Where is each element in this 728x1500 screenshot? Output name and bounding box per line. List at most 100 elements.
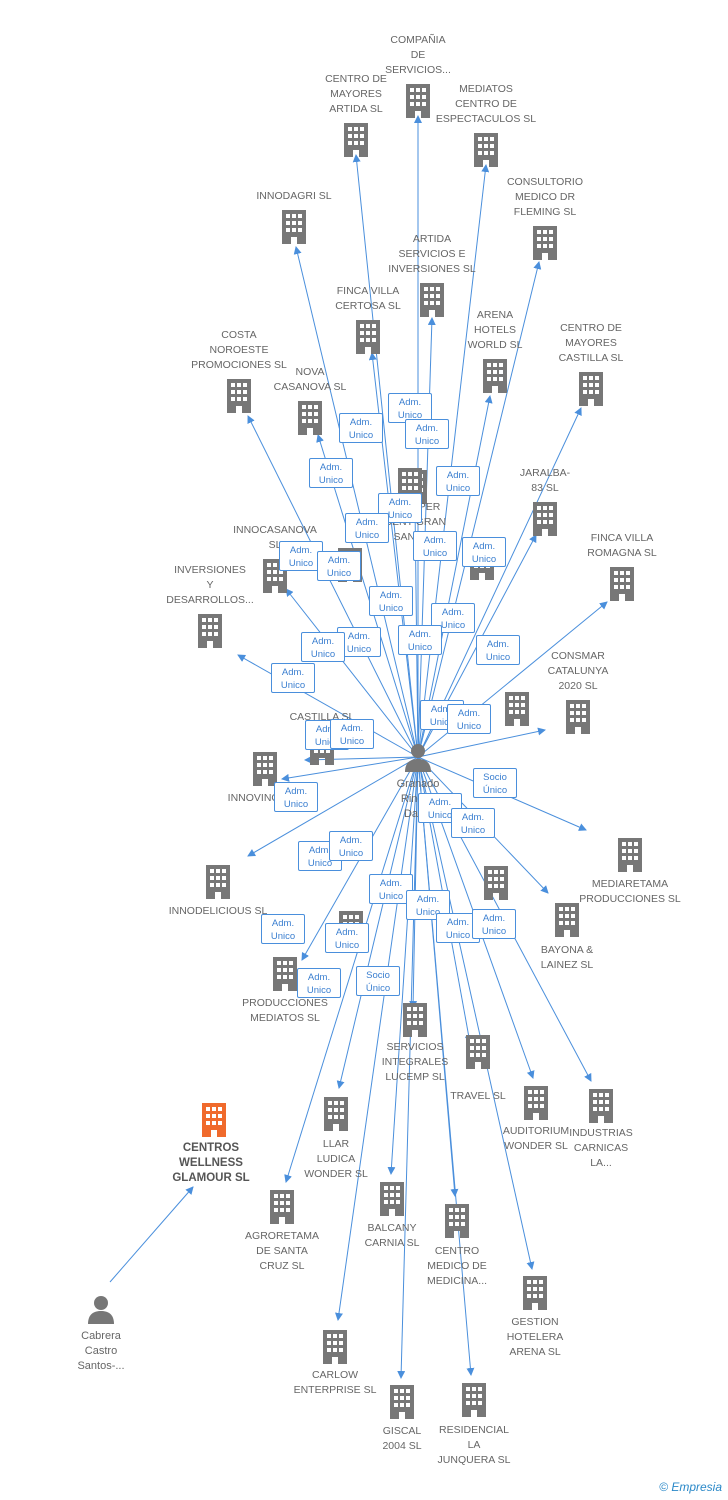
company-label[interactable]: LLAR LUDICA WONDER SL — [304, 1138, 368, 1180]
relation-badge[interactable]: Adm. Unico — [317, 551, 361, 581]
relation-badge[interactable]: Adm. Unico — [369, 874, 413, 904]
relation-badge[interactable]: Socio Único — [473, 768, 517, 798]
company-label[interactable]: CARLOW ENTERPRISE SL — [293, 1369, 377, 1396]
building-icon[interactable] — [324, 1097, 348, 1131]
building-icon[interactable] — [323, 1330, 347, 1364]
building-icon[interactable] — [273, 957, 297, 991]
relation-badge[interactable]: Adm. Unico — [297, 968, 341, 998]
relation-badge[interactable]: Adm. Unico — [309, 458, 353, 488]
building-icon[interactable] — [483, 359, 507, 393]
building-icon[interactable] — [380, 1182, 404, 1216]
relation-badge[interactable]: Adm. Unico — [476, 635, 520, 665]
building-icon[interactable] — [198, 614, 222, 648]
building-icon[interactable] — [566, 700, 590, 734]
relation-badge[interactable]: Adm. Unico — [447, 704, 491, 734]
building-icon[interactable] — [523, 1276, 547, 1310]
relation-badge[interactable]: Adm. Unico — [398, 625, 442, 655]
relation-badge[interactable]: Adm. Unico — [301, 632, 345, 662]
building-icon[interactable] — [474, 133, 498, 167]
company-label[interactable]: INNODAGRI SL — [256, 190, 332, 202]
company-label[interactable]: INVERSIONES Y DESARROLLOS... — [166, 564, 254, 606]
building-icon[interactable] — [505, 692, 529, 726]
company-label[interactable]: ARENA HOTELS WORLD SL — [467, 309, 523, 351]
building-icon[interactable] — [202, 1103, 226, 1137]
edge-line — [417, 756, 475, 1376]
company-label[interactable]: CENTRO DE MAYORES CASTILLA SL — [558, 322, 624, 364]
edge-line — [387, 756, 419, 1175]
company-label[interactable]: COSTA NOROESTE PROMOCIONES SL — [191, 329, 287, 371]
company-label[interactable]: TRAVEL SL — [450, 1090, 506, 1102]
building-icon[interactable] — [253, 752, 277, 786]
relation-badge[interactable]: Adm. Unico — [388, 393, 432, 423]
relation-badge[interactable]: Adm. Unico — [345, 513, 389, 543]
building-icon[interactable] — [227, 379, 251, 413]
second-person-label[interactable]: Cabrera Castro Santos-... — [77, 1330, 125, 1372]
company-label[interactable]: CENTRO MEDICO DE MEDICINA... — [426, 1245, 488, 1287]
company-label[interactable]: SERVICIOS INTEGRALES LUCEMP SL — [381, 1041, 449, 1083]
main-company-label[interactable]: CENTROS WELLNESS GLAMOUR SL — [172, 1142, 250, 1184]
company-label[interactable]: CONSMAR CATALUNYA 2020 SL — [547, 650, 609, 692]
building-icon[interactable] — [533, 502, 557, 536]
edge-line — [285, 588, 419, 758]
relation-badge[interactable]: Adm. Unico — [329, 831, 373, 861]
company-label[interactable]: ARTIDA SERVICIOS E INVERSIONES SL — [388, 233, 476, 275]
building-icon[interactable] — [356, 320, 380, 354]
building-icon[interactable] — [270, 1190, 294, 1224]
edge-line — [284, 756, 419, 1183]
building-icon[interactable] — [618, 838, 642, 872]
relation-badge[interactable]: Adm. Unico — [406, 890, 450, 920]
company-label[interactable]: FINCA VILLA CERTOSA SL — [335, 285, 401, 312]
company-label[interactable]: CONSULTORIO MEDICO DR FLEMING SL — [506, 176, 584, 218]
company-label[interactable]: RESIDENCIAL LA JUNQUERA SL — [437, 1424, 511, 1466]
relation-badge[interactable]: Adm. Unico — [330, 719, 374, 749]
relation-badge[interactable]: Adm. Unico — [274, 782, 318, 812]
relation-badge[interactable]: Adm. Unico — [451, 808, 495, 838]
company-label[interactable]: COMPAÑIA DE SERVICIOS... — [385, 34, 451, 76]
company-label[interactable]: MEDIARETAMA PRODUCCIONES SL — [579, 878, 681, 905]
company-label[interactable]: AGRORETAMA DE SANTA CRUZ SL — [245, 1230, 319, 1272]
building-icon[interactable] — [533, 226, 557, 260]
company-label[interactable]: NOVA CASANOVA SL — [273, 366, 347, 393]
building-icon[interactable] — [298, 401, 322, 435]
company-label[interactable]: BALCANY CARNIA SL — [364, 1222, 420, 1249]
relation-badge[interactable]: Adm. Unico — [339, 413, 383, 443]
building-icon[interactable] — [589, 1089, 613, 1123]
building-icon[interactable] — [403, 1003, 427, 1037]
brand-logo[interactable]: Empresia — [671, 1480, 722, 1494]
building-icon[interactable] — [484, 866, 508, 900]
company-label[interactable]: GISCAL 2004 SL — [382, 1425, 422, 1452]
relation-badge[interactable]: Adm. Unico — [271, 663, 315, 693]
building-icon[interactable] — [206, 865, 230, 899]
footer: © Empresia — [659, 1480, 722, 1494]
company-label[interactable]: INNODELICIOUS SL — [168, 905, 268, 917]
relation-badge[interactable]: Adm. Unico — [369, 586, 413, 616]
relation-badge[interactable]: Adm. Unico — [462, 537, 506, 567]
relation-badge[interactable]: Adm. Unico — [413, 531, 457, 561]
relation-badge[interactable]: Adm. Unico — [472, 909, 516, 939]
company-label[interactable]: CENTRO DE MAYORES ARTIDA SL — [325, 73, 387, 115]
building-icon[interactable] — [610, 567, 634, 601]
company-label[interactable]: FINCA VILLA ROMAGNA SL — [587, 532, 657, 559]
relation-badge[interactable]: Socio Único — [356, 966, 400, 996]
company-label[interactable]: GESTION HOTELERA ARENA SL — [506, 1316, 564, 1358]
building-icon[interactable] — [344, 123, 368, 157]
relation-badge[interactable]: Adm. Unico — [325, 923, 369, 953]
relation-badge[interactable]: Adm. Unico — [436, 466, 480, 496]
building-icon[interactable] — [555, 903, 579, 937]
edge-line — [417, 727, 546, 758]
company-label[interactable]: INDUSTRIAS CARNICAS LA... — [569, 1127, 633, 1169]
building-icon[interactable] — [462, 1383, 486, 1417]
company-label[interactable]: AUDITORIUM WONDER SL — [502, 1125, 570, 1152]
company-label[interactable]: BAYONA & LAINEZ SL — [540, 944, 594, 971]
person-icon[interactable] — [88, 1296, 114, 1324]
relation-badge[interactable]: Adm. Unico — [405, 419, 449, 449]
company-label[interactable]: INNOCASANOVA SL — [233, 524, 317, 551]
company-label[interactable]: MEDIATOS CENTRO DE ESPECTACULOS SL — [435, 83, 537, 125]
building-icon[interactable] — [579, 372, 603, 406]
company-label[interactable]: PRODUCCIONES MEDIATOS SL — [242, 997, 328, 1024]
relation-badge[interactable]: Adm. Unico — [261, 914, 305, 944]
relation-badge[interactable]: Adm. Unico — [279, 541, 323, 571]
company-label[interactable]: JARALBA- 83 SL — [519, 467, 571, 494]
building-icon[interactable] — [282, 210, 306, 244]
